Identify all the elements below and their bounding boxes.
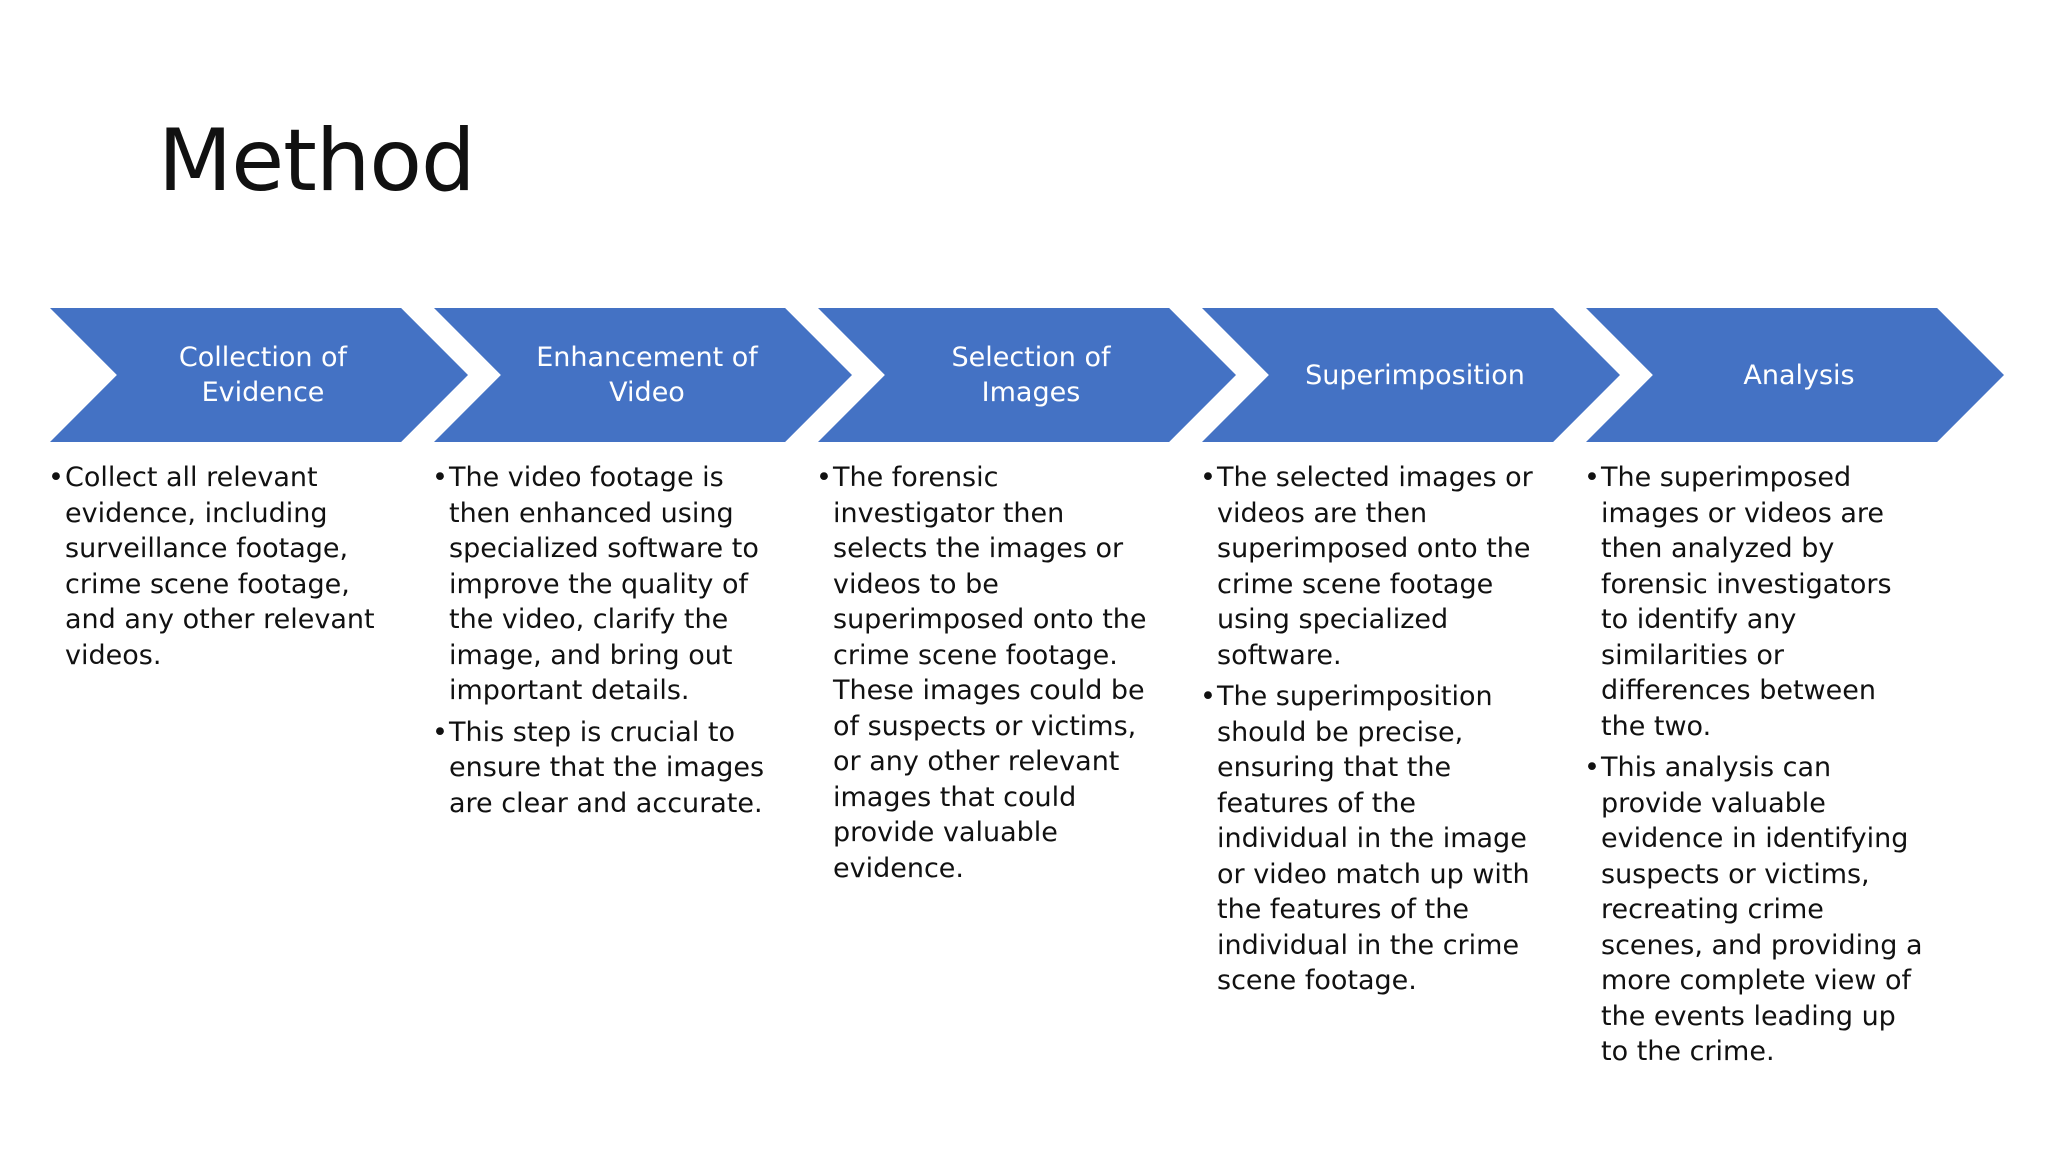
bullet-text: The selected images or videos are then s… [1217, 462, 1533, 671]
bullet-glyph: • [48, 462, 64, 493]
bullet-glyph: • [1200, 681, 1216, 712]
bullet-text: The superimposition should be precise, e… [1217, 681, 1530, 996]
bullet-glyph: • [432, 716, 448, 748]
step-label: Selection of Images [951, 342, 1111, 408]
bullet-item: • The selected images or videos are then… [1200, 460, 1540, 673]
step-label: Enhancement of Video [536, 342, 758, 408]
step-label: Analysis [1743, 359, 1855, 391]
process-step-superimposition: Superimposition [1202, 308, 1620, 442]
bullet-item: • This step is crucial to ensure that th… [432, 715, 772, 822]
process-step-enhancement-of-video: Enhancement of Video [434, 308, 852, 442]
bullet-item: • The superimposition should be precise,… [1200, 679, 1540, 999]
process-step-analysis: Analysis [1586, 308, 2004, 442]
bullet-item: • The superimposed images or videos are … [1584, 460, 1924, 744]
bullet-glyph: • [816, 462, 832, 493]
bullet-text: The forensic investigator then selects t… [833, 462, 1147, 884]
process-step-selection-of-images: Selection of Images [818, 308, 1236, 442]
bullet-item: • This analysis can provide valuable evi… [1584, 750, 1924, 1070]
bullet-glyph: • [1584, 752, 1600, 783]
bullet-text: The superimposed images or videos are th… [1601, 462, 1892, 742]
step-description-analysis: • The superimposed images or videos are … [1584, 460, 1924, 1076]
slide-title: Method [158, 111, 476, 211]
process-step-collection-of-evidence: Collection of Evidence [50, 308, 468, 442]
bullet-glyph: • [1584, 462, 1600, 493]
step-description-selection-of-images: • The forensic investigator then selects… [816, 460, 1156, 892]
bullet-glyph: • [432, 462, 448, 493]
step-label: Superimposition [1305, 359, 1525, 391]
bullet-text: This analysis can provide valuable evide… [1601, 752, 1923, 1067]
step-description-collection-of-evidence: • Collect all relevant evidence, includi… [48, 460, 388, 679]
bullet-glyph: • [1200, 462, 1216, 493]
step-description-enhancement-of-video: • The video footage is then enhanced usi… [432, 460, 772, 827]
bullet-item: • The video footage is then enhanced usi… [432, 460, 772, 709]
step-label: Collection of Evidence [178, 342, 348, 408]
bullet-item: • Collect all relevant evidence, includi… [48, 460, 388, 673]
bullet-item: • The forensic investigator then selects… [816, 460, 1156, 886]
bullet-text: Collect all relevant evidence, including… [65, 462, 375, 671]
step-description-superimposition: • The selected images or videos are then… [1200, 460, 1540, 1005]
bullet-text: This step is crucial to ensure that the … [449, 716, 765, 819]
bullet-text: The video footage is then enhanced using… [449, 462, 759, 706]
